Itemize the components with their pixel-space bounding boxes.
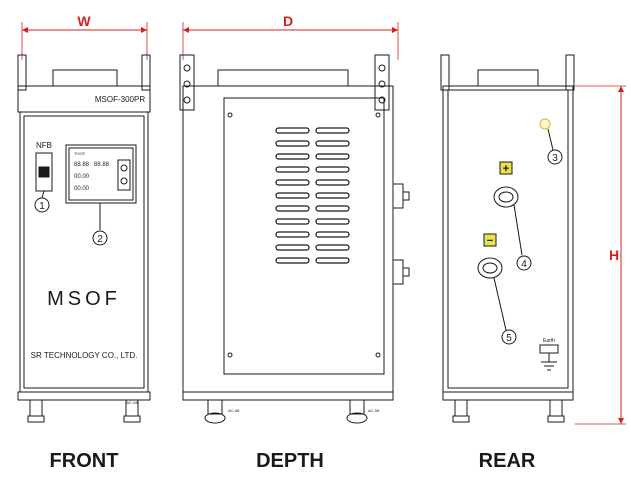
callout-5: 5	[493, 277, 517, 345]
callout-1: 1	[34, 190, 50, 213]
company-label: SR TECHNOLOGY CO., LTD.	[31, 351, 138, 360]
view-label-depth: DEPTH	[256, 450, 324, 472]
rear-view	[440, 54, 575, 423]
vent-louvers	[275, 127, 350, 264]
meter-small-label: TOOF	[74, 151, 86, 156]
earth-label: Earth	[543, 338, 555, 344]
minus-sign: −	[487, 235, 493, 247]
callout-2: 2	[92, 203, 108, 246]
depth-label: D	[283, 13, 293, 29]
svg-text:5: 5	[506, 333, 512, 344]
height-dim	[575, 85, 626, 425]
brand-label: MSOF	[47, 288, 121, 310]
view-label-front: FRONT	[50, 450, 119, 472]
svg-text:4: 4	[521, 259, 527, 270]
svg-text:2: 2	[97, 234, 103, 245]
caster-label-depth-left: AC-58	[228, 408, 240, 413]
depth-view	[179, 22, 410, 424]
model-label: MSOF-300PR	[95, 95, 145, 104]
width-label: W	[77, 13, 91, 29]
height-label: H	[609, 247, 619, 263]
svg-text:1: 1	[39, 201, 45, 212]
front-view	[17, 22, 151, 423]
meter-row-2: 88.88	[94, 162, 110, 168]
svg-text:3: 3	[552, 153, 558, 164]
breaker-label: NFB	[36, 141, 52, 150]
meter-row-1: 88.88	[74, 162, 90, 168]
meter-row-4: 00.00	[74, 186, 90, 192]
callout-3: 3	[547, 128, 563, 165]
caster-label-depth-right: AC-58	[368, 408, 380, 413]
plus-sign: +	[503, 163, 509, 175]
callout-4: 4	[513, 204, 532, 271]
view-label-rear: REAR	[479, 450, 536, 472]
caster-label-front: AC-58	[126, 400, 138, 405]
meter-row-3: 00.00	[74, 174, 90, 180]
